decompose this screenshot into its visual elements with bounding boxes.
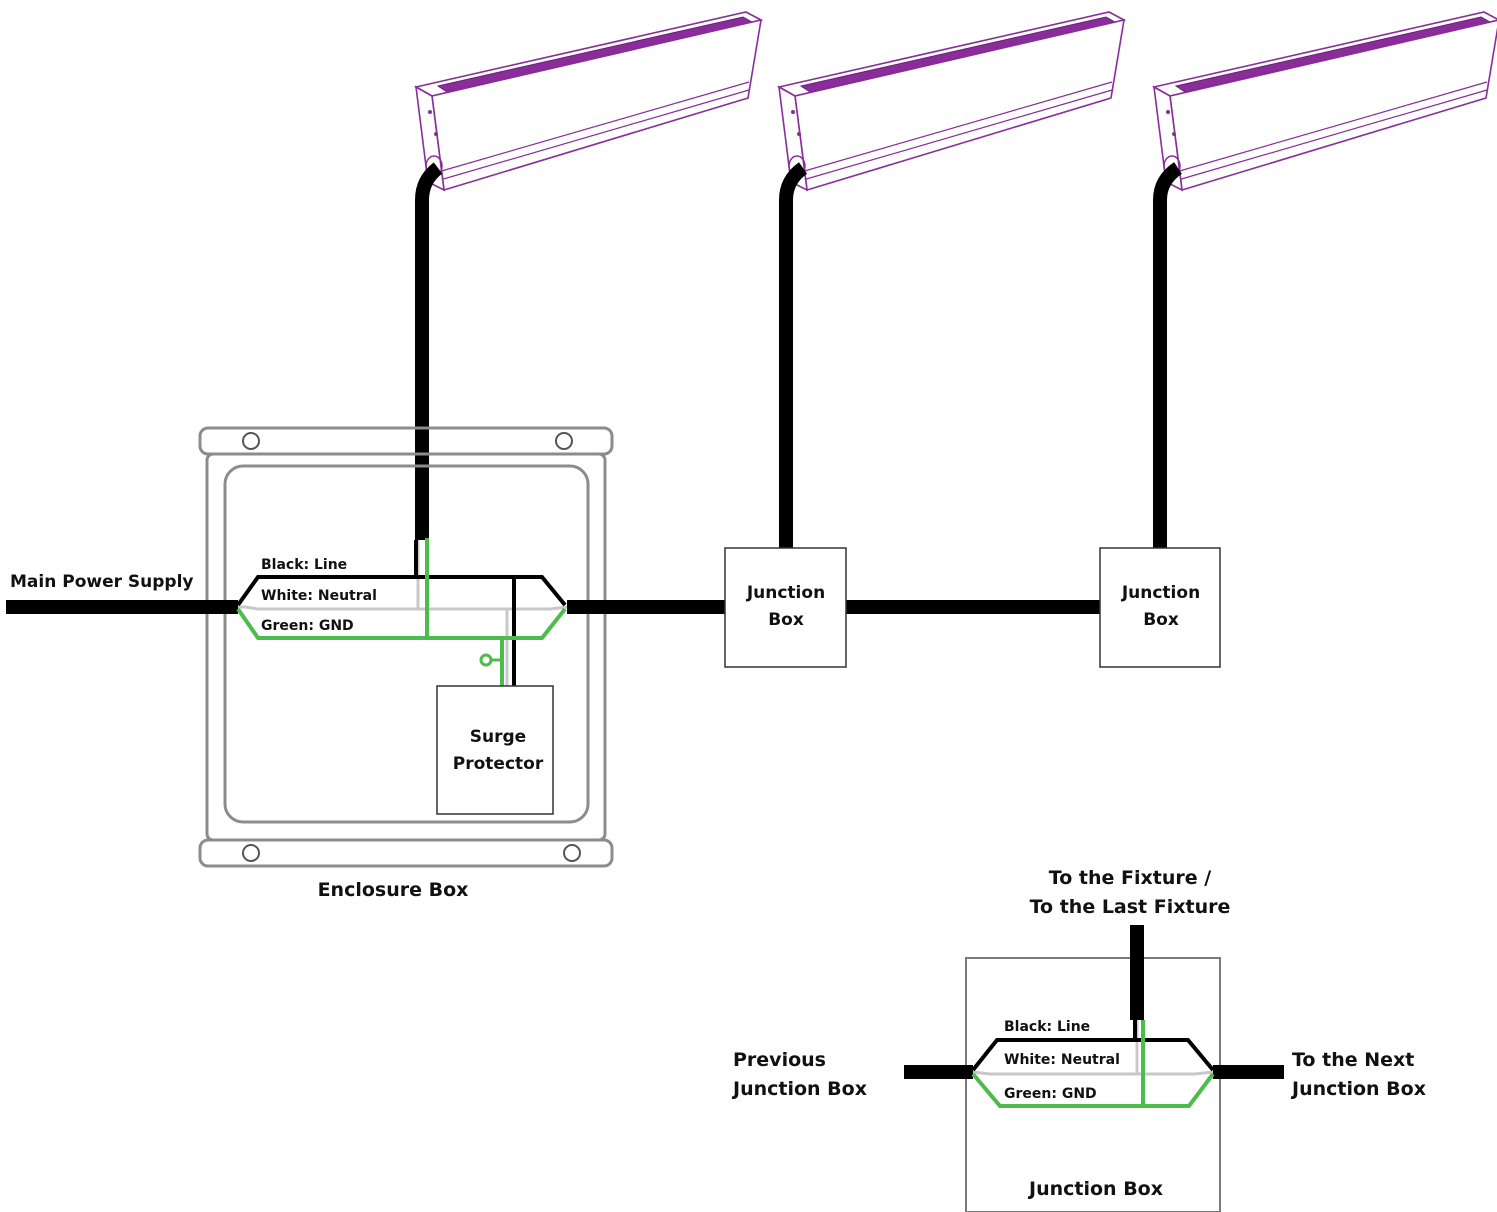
white-neutral-label: White: Neutral [261, 588, 377, 604]
fixture-1 [415, 11, 762, 191]
previous-jb-label-2: Junction Box [731, 1078, 867, 1100]
detail-green-gnd-label: Green: GND [1004, 1086, 1097, 1102]
enclosure-box-icon [198, 426, 614, 868]
to-fixture-label-2: To the Last Fixture [1030, 896, 1231, 918]
surge-protector-icon [436, 685, 554, 815]
previous-jb-label-1: Previous [733, 1049, 826, 1071]
fixture-2-cable [779, 162, 808, 548]
junction-box-detail-label: Junction Box [1027, 1178, 1163, 1200]
junction-box-2 [1099, 547, 1221, 668]
detail-black-line-label: Black: Line [1004, 1019, 1090, 1035]
fixture-3-cable [1153, 162, 1183, 548]
black-line-label: Black: Line [261, 557, 347, 573]
junction-detail-wiring [971, 1020, 1215, 1108]
detail-white-neutral-label: White: Neutral [1004, 1052, 1120, 1068]
main-power-supply-label: Main Power Supply [10, 572, 194, 592]
junction-box-1 [724, 547, 847, 668]
linear-light-fixture-icon [778, 11, 1125, 191]
surge-protector-label-2: Protector [453, 754, 544, 774]
junction-box-2-label-2: Box [1143, 610, 1179, 630]
junction-box-1-label-1: Junction [746, 583, 825, 603]
junction-box-2-label-1: Junction [1121, 583, 1200, 603]
fixture-2 [778, 11, 1125, 191]
to-fixture-label-1: To the Fixture / [1049, 867, 1211, 889]
junction-box-detail-icon [965, 957, 1221, 1212]
fixture-1-cable [415, 162, 443, 540]
next-jb-label-1: To the Next [1292, 1049, 1414, 1071]
fixture-3 [1153, 11, 1497, 191]
surge-protector-label-1: Surge [470, 727, 526, 747]
enclosure-wiring [236, 538, 568, 686]
junction-box-1-label-2: Box [768, 610, 804, 630]
green-gnd-label: Green: GND [261, 618, 354, 634]
next-jb-label-2: Junction Box [1290, 1078, 1426, 1100]
linear-light-fixture-icon [1153, 11, 1497, 191]
enclosure-box-label: Enclosure Box [318, 879, 469, 901]
linear-light-fixture-icon [415, 11, 762, 191]
